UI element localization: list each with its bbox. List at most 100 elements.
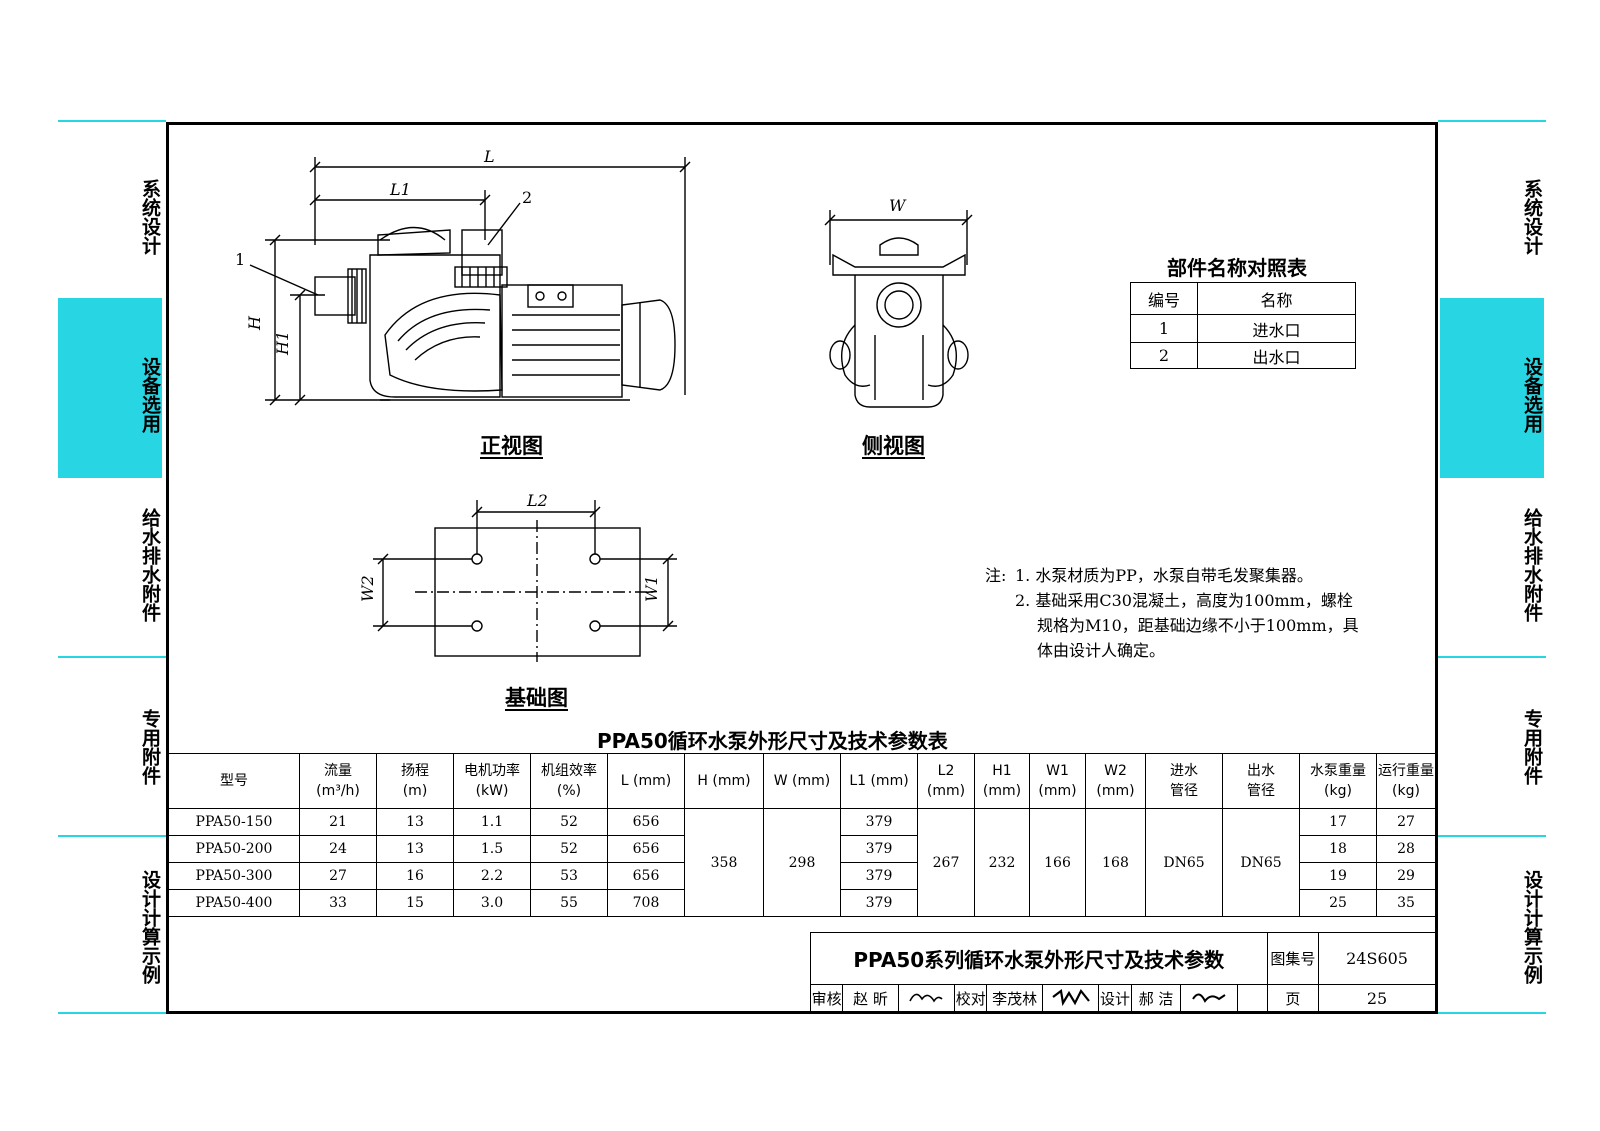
cell-L: 708 bbox=[607, 889, 685, 917]
sidebar-rule bbox=[1438, 120, 1546, 122]
cell-head: 15 bbox=[376, 889, 454, 917]
note-item: 1. 水泵材质为PP，水泵自带毛发聚集器。 bbox=[1015, 566, 1313, 585]
dim-label-W2: W2 bbox=[358, 575, 377, 602]
cell-head: 13 bbox=[376, 808, 454, 836]
cell-W1: 166 bbox=[1029, 808, 1086, 917]
param-table-title: PPA50循环水泵外形尺寸及技术参数表 bbox=[597, 729, 948, 753]
cell-outlet: DN65 bbox=[1222, 808, 1300, 917]
cell-power: 1.1 bbox=[453, 808, 531, 836]
cell-model: PPA50-400 bbox=[168, 889, 300, 917]
sidebar-item-special[interactable]: 专用附件 bbox=[1521, 709, 1543, 785]
param-header: L2(mm) bbox=[917, 753, 975, 809]
dim-label-L1: L1 bbox=[389, 180, 411, 199]
sidebar-item-fittings[interactable]: 给水排水附件 bbox=[139, 508, 161, 622]
cell-model: PPA50-150 bbox=[168, 808, 300, 836]
signature-mark bbox=[909, 993, 943, 1002]
sidebar-item-fittings[interactable]: 给水排水附件 bbox=[1521, 508, 1543, 622]
param-header: H1(mm) bbox=[974, 753, 1030, 809]
cell-H: 358 bbox=[684, 808, 764, 917]
note-item: 规格为M10，距基础边缘不小于100mm，具 bbox=[1037, 616, 1359, 635]
param-header: W1(mm) bbox=[1029, 753, 1086, 809]
cell-L2: 267 bbox=[917, 808, 975, 917]
drawing-title: PPA50系列循环水泵外形尺寸及技术参数 bbox=[810, 932, 1268, 985]
cell-H1: 232 bbox=[974, 808, 1030, 917]
cell-flow: 27 bbox=[299, 862, 377, 890]
param-header: 进水管径 bbox=[1145, 753, 1223, 809]
parts-header-no: 编号 bbox=[1130, 282, 1198, 315]
notes: 注: 1. 水泵材质为PP，水泵自带毛发聚集器。 2. 基础采用C30混凝土，高… bbox=[985, 563, 1359, 663]
cell-pump-weight: 18 bbox=[1299, 835, 1377, 863]
right-sidebar: 系统设计 设备选用 给水排水附件 专用附件 设计计算示例 bbox=[1440, 120, 1544, 1014]
sidebar-rule bbox=[1438, 835, 1546, 837]
cell-run-weight: 35 bbox=[1376, 889, 1436, 917]
cell-power: 2.2 bbox=[453, 862, 531, 890]
cell-pump-weight: 19 bbox=[1299, 862, 1377, 890]
page-number: 25 bbox=[1318, 984, 1436, 1013]
reviewer-signature bbox=[897, 984, 956, 1013]
parts-table-title: 部件名称对照表 bbox=[1167, 256, 1307, 280]
side-view-drawing: W bbox=[824, 196, 973, 408]
param-header: H (mm) bbox=[684, 753, 764, 809]
parts-cell: 1 bbox=[1130, 314, 1198, 343]
base-view-drawing: L2 W2 W1 bbox=[358, 491, 677, 662]
cell-pump-weight: 17 bbox=[1299, 808, 1377, 836]
callout-label-2: 2 bbox=[522, 188, 532, 207]
cell-flow: 33 bbox=[299, 889, 377, 917]
sidebar-active-band bbox=[58, 298, 162, 478]
param-header-row: 型号 流量(m³/h) 扬程(m) 电机功率(kW) 机组效率(%) L (mm… bbox=[168, 753, 1436, 809]
atlas-number: 24S605 bbox=[1318, 932, 1436, 985]
param-header: 扬程(m) bbox=[376, 753, 454, 809]
parts-header-name: 名称 bbox=[1197, 282, 1356, 315]
param-header: W (mm) bbox=[763, 753, 841, 809]
cell-L1: 379 bbox=[840, 889, 918, 917]
atlas-label: 图集号 bbox=[1266, 932, 1320, 985]
cell-inlet: DN65 bbox=[1145, 808, 1223, 917]
reviewer-name: 赵 昕 bbox=[842, 984, 899, 1013]
cell-efficiency: 55 bbox=[530, 889, 608, 917]
param-table: 型号 流量(m³/h) 扬程(m) 电机功率(kW) 机组效率(%) L (mm… bbox=[168, 753, 1436, 917]
check-label: 校对 bbox=[954, 984, 988, 1013]
sidebar-item-system-design[interactable]: 系统设计 bbox=[1521, 179, 1543, 255]
designer-name: 郝 洁 bbox=[1130, 984, 1182, 1013]
notes-label: 注: bbox=[985, 566, 1007, 585]
left-sidebar: 系统设计 设备选用 给水排水附件 专用附件 设计计算示例 bbox=[58, 120, 162, 1014]
drawing-frame bbox=[166, 122, 1438, 1014]
sidebar-active-band bbox=[1440, 298, 1544, 478]
sidebar-item-equipment[interactable]: 设备选用 bbox=[1521, 357, 1543, 433]
cell-L: 656 bbox=[607, 862, 685, 890]
side-view-title: 侧视图 bbox=[862, 434, 925, 458]
cell-W: 298 bbox=[763, 808, 841, 917]
param-header: 电机功率(kW) bbox=[453, 753, 531, 809]
cell-W2: 168 bbox=[1085, 808, 1146, 917]
signature-mark bbox=[1051, 988, 1090, 1006]
param-header: L (mm) bbox=[607, 753, 685, 809]
design-label: 设计 bbox=[1098, 984, 1132, 1013]
cell-L: 656 bbox=[607, 808, 685, 836]
sidebar-rule bbox=[1438, 1012, 1546, 1014]
page-label: 页 bbox=[1266, 984, 1320, 1013]
param-header: 流量(m³/h) bbox=[299, 753, 377, 809]
cell-flow: 24 bbox=[299, 835, 377, 863]
sidebar-item-system-design[interactable]: 系统设计 bbox=[139, 179, 161, 255]
cell-power: 1.5 bbox=[453, 835, 531, 863]
param-header: 水泵重量(kg) bbox=[1299, 753, 1377, 809]
cell-efficiency: 52 bbox=[530, 808, 608, 836]
cell-run-weight: 29 bbox=[1376, 862, 1436, 890]
sidebar-item-special[interactable]: 专用附件 bbox=[139, 709, 161, 785]
title-block-spacer bbox=[1236, 984, 1268, 1013]
cell-L1: 379 bbox=[840, 808, 918, 836]
sidebar-item-equipment[interactable]: 设备选用 bbox=[139, 357, 161, 433]
table-row: PPA50-200 24 13 1.5 52 656 379 18 28 bbox=[168, 835, 1436, 863]
cell-run-weight: 27 bbox=[1376, 808, 1436, 836]
param-header: 出水管径 bbox=[1222, 753, 1300, 809]
param-header: W2(mm) bbox=[1085, 753, 1146, 809]
callout-label-1: 1 bbox=[235, 250, 245, 269]
sidebar-item-examples[interactable]: 设计计算示例 bbox=[139, 870, 161, 984]
checker-name: 李茂林 bbox=[986, 984, 1043, 1013]
cell-efficiency: 53 bbox=[530, 862, 608, 890]
dim-label-L: L bbox=[483, 147, 495, 166]
param-header: 型号 bbox=[168, 753, 300, 809]
cell-L: 656 bbox=[607, 835, 685, 863]
cell-power: 3.0 bbox=[453, 889, 531, 917]
sidebar-item-examples[interactable]: 设计计算示例 bbox=[1521, 870, 1543, 984]
